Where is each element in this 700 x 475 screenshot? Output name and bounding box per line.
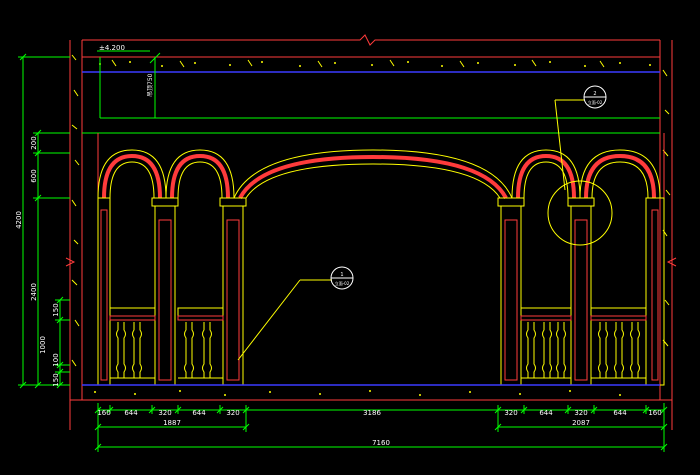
- arches: [97, 149, 661, 200]
- callout-tag-column: 1 立面-02: [330, 266, 354, 290]
- callout-column-sheet: 立面-02: [335, 280, 350, 286]
- dim-left-100: 100: [52, 353, 60, 366]
- dim-left-total: 4200: [15, 211, 23, 229]
- dim-bottom-11: 160: [648, 409, 661, 417]
- dim-bottom-8: 644: [539, 409, 553, 417]
- left-dimension-labels: 200 600 2400 150 1000 100 150 4200: [15, 136, 60, 386]
- dim-left-600: 600: [30, 169, 38, 182]
- dim-left-1000: 1000: [39, 336, 47, 354]
- level-mark: ±4.200: [99, 44, 125, 52]
- dim-bottom-left-group: 1887: [163, 419, 181, 427]
- callout-arch-sheet: 立面-02: [588, 99, 603, 105]
- dim-bottom-10: 644: [613, 409, 627, 417]
- bottom-dimension-lines: [94, 403, 668, 452]
- columns: [97, 197, 665, 386]
- right-wall: [659, 40, 677, 430]
- floor-slab: [70, 384, 672, 401]
- ceiling-band: [82, 52, 660, 134]
- dim-left-2400: 2400: [30, 283, 38, 301]
- top-break-line: [82, 34, 660, 46]
- level-marker: ±4.200: [97, 44, 150, 52]
- dim-bottom-2: 644: [124, 409, 138, 417]
- ceiling-slab: [82, 56, 660, 73]
- dim-bottom-total: 7160: [372, 439, 390, 447]
- dim-bottom-6: 3186: [363, 409, 381, 417]
- left-dimension-chain: [18, 53, 70, 389]
- dim-bottom-3: 320: [158, 409, 171, 417]
- dim-bottom-9: 320: [574, 409, 587, 417]
- callout-arch-number: 2: [593, 91, 596, 97]
- callout-tag-arch: 2 立面-02: [583, 85, 607, 109]
- callout-column-number: 1: [340, 272, 343, 278]
- interior-edges: [97, 133, 665, 385]
- bottom-dimension-labels: 160 644 320 644 320 3186 320 644 320 644…: [97, 409, 661, 447]
- ceiling-label: 吊顶750: [147, 73, 154, 97]
- dim-bottom-4: 644: [192, 409, 206, 417]
- dim-left-150a: 150: [52, 303, 60, 316]
- dim-bottom-5: 320: [226, 409, 239, 417]
- dim-bottom-1: 160: [97, 409, 110, 417]
- dim-left-150b: 150: [52, 373, 60, 386]
- dim-left-200: 200: [30, 136, 38, 149]
- balustrades: [109, 307, 647, 379]
- detail-callout-circle: [237, 99, 613, 361]
- dim-bottom-right-group: 2087: [572, 419, 590, 427]
- dim-bottom-7: 320: [504, 409, 517, 417]
